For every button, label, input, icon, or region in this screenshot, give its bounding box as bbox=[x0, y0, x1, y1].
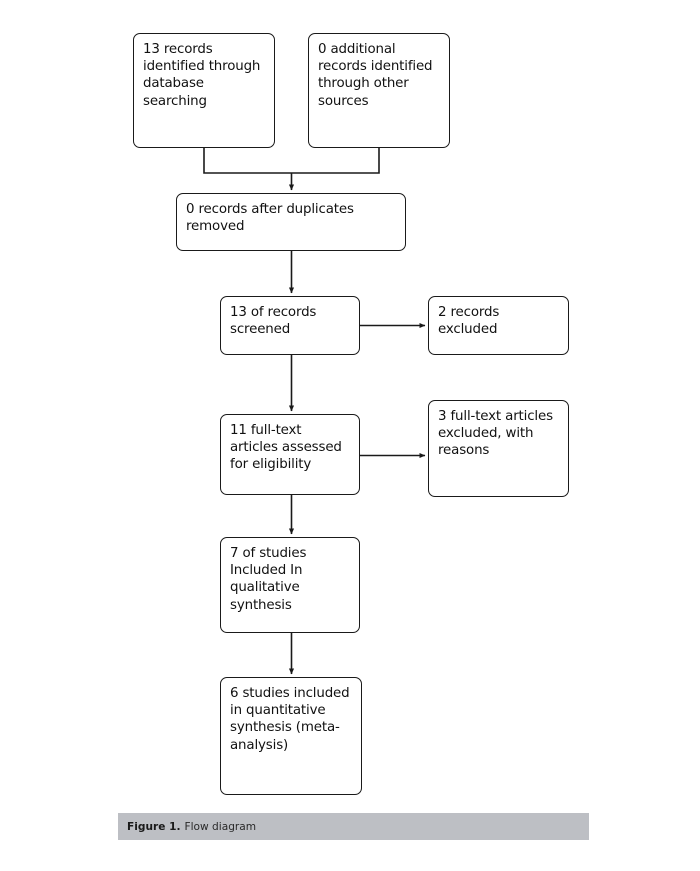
figure-caption-text: Flow diagram bbox=[184, 820, 257, 833]
flow-box-duplicates-removed: 0 records after duplicates removed bbox=[176, 193, 406, 251]
figure-caption: Figure 1. Flow diagram bbox=[118, 813, 589, 840]
figure-caption-label: Figure 1. bbox=[127, 820, 181, 833]
flow-box-other-sources: 0 additional records identified through … bbox=[308, 33, 450, 148]
flow-box-database-searching: 13 records identified through database s… bbox=[133, 33, 275, 148]
flow-box-records-excluded: 2 records excluded bbox=[428, 296, 569, 355]
flow-box-fulltext-excluded: 3 full-text articles excluded, with reas… bbox=[428, 400, 569, 497]
flow-box-records-screened: 13 of records screened bbox=[220, 296, 360, 355]
connector-merge-top bbox=[203, 148, 380, 174]
flow-box-quantitative-synthesis: 6 studies included in quantitative synth… bbox=[220, 677, 362, 795]
flow-box-fulltext-assessed: 11 full-text articles assessed for eligi… bbox=[220, 414, 360, 495]
flow-box-qualitative-synthesis: 7 of studies Included In qualitative syn… bbox=[220, 537, 360, 633]
